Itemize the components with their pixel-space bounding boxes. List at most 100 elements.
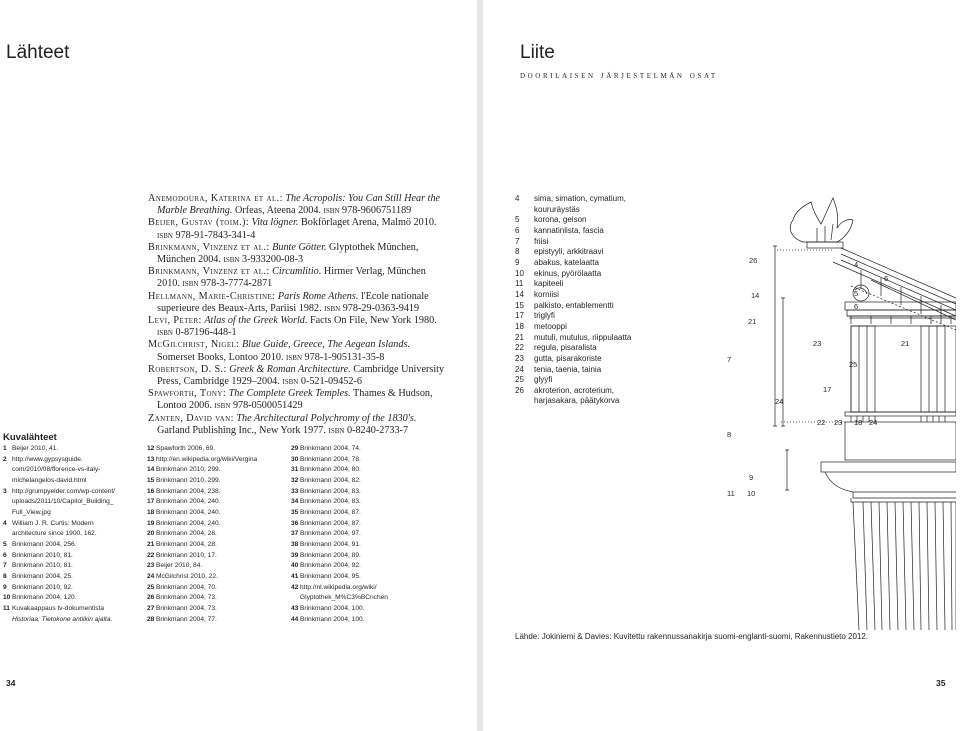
reference-publisher: Somerset Books, Lontoo 2010. — [157, 351, 284, 363]
diagram-label-10: 10 — [747, 489, 755, 498]
image-credit-item: uploads/2011/10/Capitol_Building_ — [3, 497, 115, 508]
reference-isbn: isbn 0-87196-448-1 — [157, 327, 237, 339]
legend-number: 10 — [515, 268, 524, 278]
diagram-label-24b: 24 — [869, 418, 877, 427]
page-title: Lähteet — [6, 42, 70, 63]
image-credit-number: 2 — [3, 455, 7, 463]
legend-text: gutta, pisarakoriste — [534, 353, 602, 363]
appendix-subtitle: doorilaisen järjestelmän osat — [520, 70, 718, 81]
legend-number: 4 — [515, 194, 520, 203]
image-credit-text: Brinkmann 2004, 91. — [300, 540, 361, 548]
image-credit-number: 38 — [291, 540, 299, 548]
image-credit-text: Brinkmann 2004, 240. — [156, 498, 221, 506]
image-credit-text: Kuvakaappaus tv-dokumentista — [12, 604, 105, 612]
diagram-label-22: 22 — [817, 418, 825, 427]
reference-isbn: isbn 978-1-905131-35-8 — [286, 351, 385, 363]
image-credit-number: 17 — [147, 498, 155, 506]
image-credit-number: 10 — [3, 594, 11, 602]
diagram-label-7: 7 — [727, 355, 731, 364]
image-credit-number — [3, 508, 12, 519]
reference-publisher: Orfeas, Ateena 2004. — [235, 205, 321, 217]
image-credit-number: 32 — [291, 476, 299, 484]
legend-number: 26 — [515, 385, 524, 395]
image-credit-text: architecture since 1900, 162. — [12, 530, 97, 538]
image-credit-text: Brinkmann 2010, 81. — [12, 562, 73, 570]
legend-item: 10 ekinus, pyörölaatta — [515, 269, 705, 280]
image-credit-number: 41 — [291, 572, 299, 580]
image-credit-number: 9 — [3, 583, 7, 591]
architrave — [844, 421, 956, 461]
legend-item: harjasakara, päätykorva — [515, 396, 705, 407]
image-credit-number: 11 — [3, 604, 10, 612]
diagram-label-9: 9 — [749, 473, 753, 482]
legend-item: 8 epistyyli, arkkitraavi — [515, 247, 705, 258]
reference-publisher: Facts On File, New York 1980. — [309, 315, 437, 327]
reference-isbn: isbn 978-9606751189 — [323, 205, 412, 217]
image-credit-number: 22 — [147, 551, 155, 559]
image-credit-number: 34 — [291, 498, 299, 506]
legend-number: 21 — [515, 332, 524, 342]
image-credit-number: 33 — [291, 487, 299, 495]
legend-text: epistyyli, arkkitraavi — [534, 247, 604, 257]
diagram-label-23a: 23 — [813, 339, 821, 348]
image-credit-text: Brinkmann 2004, 80. — [300, 466, 361, 474]
references-list: Anemodoura, Katerina et al.: The Acropol… — [148, 193, 448, 437]
legend-text: mutuli, mutulus, riippulaatta — [534, 332, 632, 342]
diagram-label-5: 5 — [854, 289, 858, 298]
legend-text: ekinus, pyörölaatta — [534, 268, 602, 278]
image-credit-text: http://grumpyelder.com/wp-content/ — [12, 487, 115, 495]
image-credit-item: com/2010/08/florence-vs-italy- — [3, 465, 115, 476]
source-note: Lähde: Jokiniemi & Davies: Kuvitettu rak… — [515, 632, 869, 641]
legend-text: korona, geison — [534, 215, 587, 225]
image-credit-text: michelangelos-david.html — [12, 476, 87, 484]
reference-entry: Anemodoura, Katerina et al.: The Acropol… — [148, 193, 448, 217]
appendix-title: Liite — [520, 42, 555, 63]
reference-entry: Robertson, D. S.: Greek & Roman Architec… — [148, 364, 448, 388]
image-credit-text: Brinkmann 2004, 87. — [300, 508, 361, 516]
image-credit-number: 24 — [147, 572, 155, 580]
legend-text: friisi — [534, 236, 549, 246]
legend-number: 8 — [515, 247, 520, 257]
reference-author: Brinkmann, Vinzenz et al.: — [148, 241, 270, 253]
image-credit-number: 44 — [291, 615, 299, 623]
diagram-label-21a: 21 — [748, 317, 756, 326]
legend-number: 5 — [515, 215, 520, 225]
reference-author: Zanten, David van: — [148, 412, 234, 424]
reference-isbn: isbn 978-3-7774-2871 — [182, 278, 273, 290]
diagram-label-25: 25 — [849, 360, 857, 369]
image-credit-number: 3 — [3, 487, 7, 495]
diagram-label-14: 14 — [751, 291, 759, 300]
image-credit-number — [3, 615, 12, 626]
image-credit-number: 39 — [291, 551, 299, 559]
reference-publisher: Hirmer Verlag, München 2010. — [157, 266, 426, 290]
image-credit-number: 31 — [291, 466, 299, 474]
image-credit-text: Brinkmann 2004, 77. — [156, 615, 217, 623]
legend-number: 15 — [515, 300, 524, 310]
diagram-label-11: 11 — [727, 489, 735, 498]
image-credit-number: 5 — [3, 540, 7, 548]
book-gutter — [477, 0, 483, 731]
image-credit-number: 20 — [147, 530, 155, 538]
image-credit-text: Brinkmann 2004, 73. — [156, 604, 217, 612]
legend-text: harjasakara, päätykorva — [534, 396, 620, 406]
reference-title: The Acropolis: You Can Still Hear the Ma… — [157, 193, 441, 217]
image-credit-text: Brinkmann 2004, 92. — [300, 562, 361, 570]
image-credit-text: Brinkmann 2004, 70. — [156, 583, 217, 591]
image-credit-text: Glyptothek_M%C3%BCnchen — [300, 594, 388, 602]
